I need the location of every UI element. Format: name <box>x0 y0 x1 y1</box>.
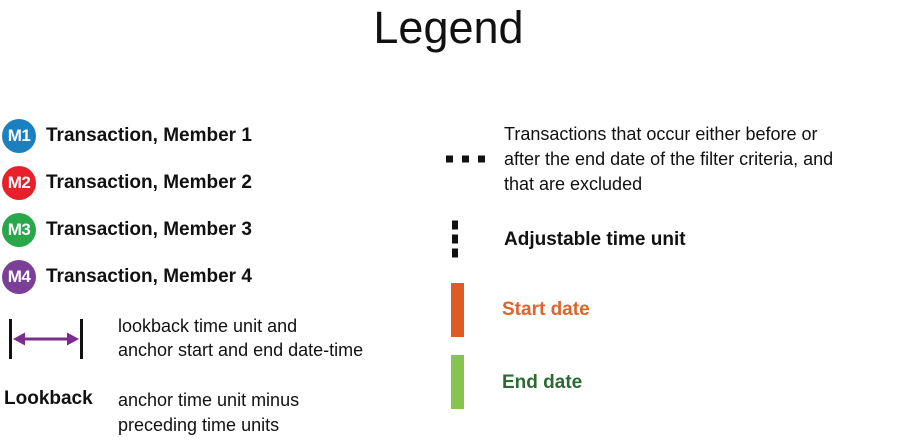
legend-item-member-1: M1 Transaction, Member 1 <box>0 112 450 159</box>
lookback-arrow-line-2: anchor start and end date-time <box>118 340 364 360</box>
member-2-badge-icon: M2 <box>2 165 36 200</box>
start-date-label: Start date <box>502 299 590 320</box>
legend-item-member-4: M4 Transaction, Member 4 <box>0 253 450 300</box>
horizontal-dotted-line-icon <box>446 155 485 163</box>
lookback-term-label: Lookback <box>4 388 93 409</box>
legend-item-excluded-transactions: Transactions that occur either before or… <box>440 112 897 206</box>
green-bar-swatch-icon <box>451 355 464 409</box>
double-headed-arrow-with-end-ticks-icon <box>9 319 83 359</box>
lookback-definition-line-2: preceding time units <box>118 415 280 435</box>
legend-item-member-3: M3 Transaction, Member 3 <box>0 206 450 253</box>
legend-item-adjustable-time-unit: Adjustable time unit <box>440 206 897 272</box>
adjustable-time-unit-glyph <box>440 206 504 272</box>
orange-bar-swatch-icon <box>451 282 464 337</box>
lookback-definition-description: anchor time unit minus preceding time un… <box>118 388 299 438</box>
lookback-arrow-line-1: lookback time unit and <box>118 316 298 336</box>
member-4-label: Transaction, Member 4 <box>46 265 252 287</box>
member-1-label: Transaction, Member 1 <box>46 124 252 146</box>
legend-item-end-date: End date <box>440 347 897 417</box>
member-2-label: Transaction, Member 2 <box>46 171 252 193</box>
page-title: Legend <box>373 2 524 53</box>
excluded-line-1: Transactions that occur either before or <box>504 123 818 144</box>
excluded-transactions-glyph <box>440 112 504 206</box>
end-date-label: End date <box>502 371 583 393</box>
end-date-glyph <box>440 347 504 417</box>
excluded-line-2: after the end date of the filter criteri… <box>504 148 834 169</box>
legend-item-member-2: M2 Transaction, Member 2 <box>0 159 450 206</box>
legend-right-column: Transactions that occur either before or… <box>440 112 897 417</box>
lookback-arrow-description: lookback time unit and anchor start and … <box>118 314 363 362</box>
member-1-badge-icon: M1 <box>2 118 36 153</box>
start-date-glyph <box>440 272 504 347</box>
excluded-transactions-description: Transactions that occur either before or… <box>504 122 896 197</box>
legend-item-lookback-arrow: lookback time unit and anchor start and … <box>0 312 450 382</box>
adjustable-time-unit-label: Adjustable time unit <box>504 228 686 250</box>
legend-item-lookback-definition: Lookback anchor time unit minus precedin… <box>0 388 450 448</box>
member-3-badge-icon: M3 <box>2 212 36 247</box>
legend-left-column: M1 Transaction, Member 1 M2 Transaction,… <box>0 112 450 448</box>
member-3-label: Transaction, Member 3 <box>46 218 252 240</box>
legend-item-start-date: Start date <box>440 272 897 347</box>
excluded-line-3: that are excluded <box>504 173 643 194</box>
vertical-dashed-line-icon <box>452 220 458 258</box>
lookback-definition-line-1: anchor time unit minus <box>118 390 300 410</box>
member-4-badge-icon: M4 <box>2 259 36 294</box>
